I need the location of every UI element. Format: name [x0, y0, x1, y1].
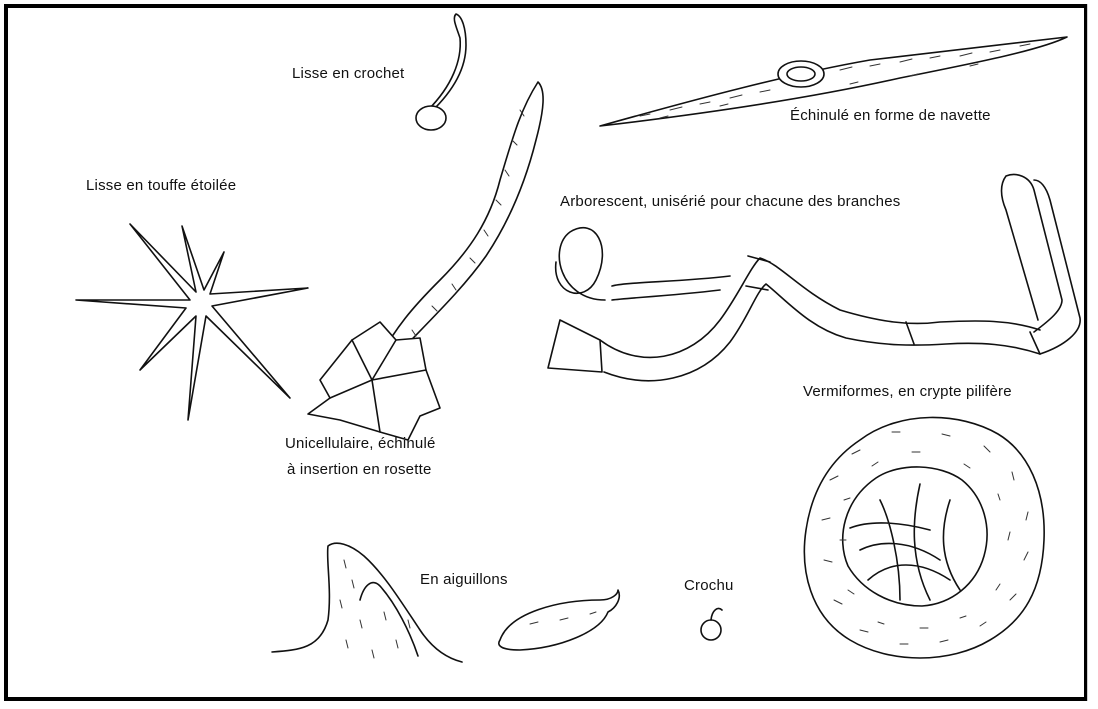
label-crochu: Crochu — [684, 576, 734, 596]
star-tuft-drawing — [76, 224, 308, 420]
label-lisse-touffe: Lisse en touffe étoilée — [86, 176, 236, 196]
label-lisse-crochet: Lisse en crochet — [292, 64, 404, 84]
label-echinule-navette: Échinulé en forme de navette — [790, 106, 991, 126]
seed-hair-drawing — [499, 590, 619, 650]
prickle-drawing — [272, 543, 462, 662]
label-unicellulaire-1: Unicellulaire, échinulé — [285, 434, 436, 454]
label-arborescent: Arborescent, unisérié pour chacune des b… — [560, 192, 900, 212]
rosette-hair-drawing — [308, 82, 543, 440]
hooked-hair-drawing — [416, 14, 466, 130]
label-vermiformes: Vermiformes, en crypte pilifère — [803, 382, 1012, 402]
crypt-hair-drawing — [804, 417, 1044, 658]
hooked-small-drawing — [701, 608, 722, 640]
label-unicellulaire-2: à insertion en rosette — [287, 460, 431, 480]
label-aiguillons: En aiguillons — [420, 570, 508, 590]
